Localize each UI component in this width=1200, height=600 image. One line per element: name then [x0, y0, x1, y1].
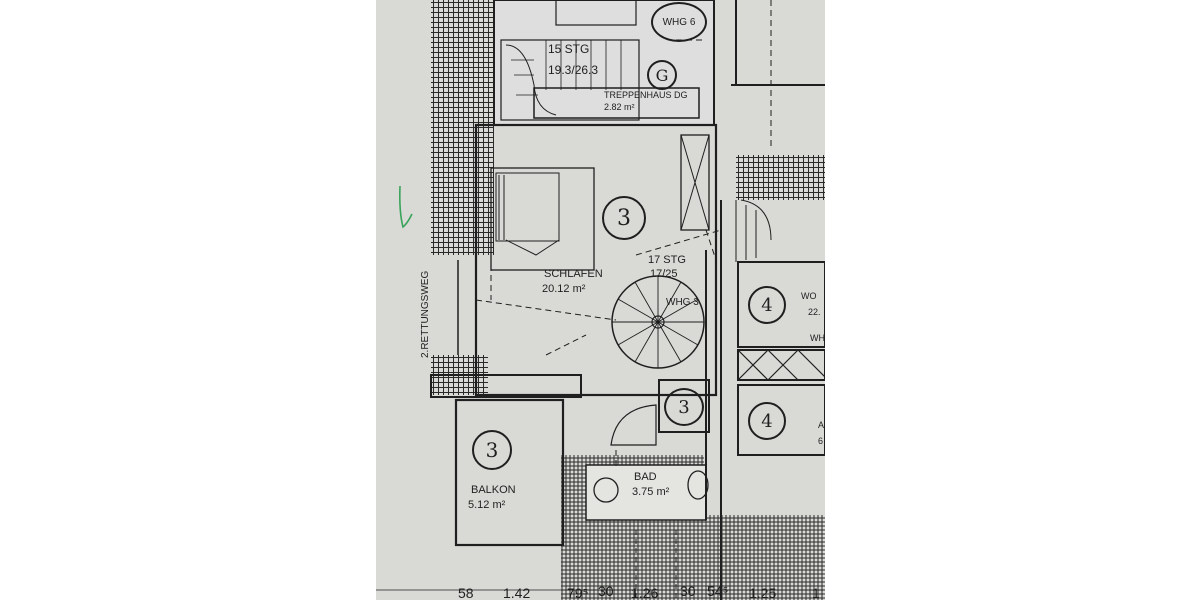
- stair-shaft-wall: [705, 200, 722, 600]
- neighbour-room-top: [737, 261, 825, 348]
- top-stair-treads: [511, 40, 622, 96]
- spiral-stair-treads: [612, 276, 704, 368]
- bed: [490, 167, 595, 271]
- floor-plan-drawing: [376, 0, 825, 600]
- floor-plan-sheet: 15 STG 19.3/26.3 WHG 6 G TREPPENHAUS DG …: [376, 0, 825, 600]
- label-schlafen-area: 20.12 m²: [542, 283, 586, 295]
- circle-room-4-top: 4: [748, 286, 786, 324]
- dimension-4: 1.26: [631, 585, 659, 600]
- balcony-outline: [454, 398, 565, 547]
- rettungsweg-wall: [457, 260, 477, 395]
- label-balkon-area: 5.12 m²: [468, 499, 506, 511]
- label-room-4-top: 4: [761, 294, 773, 316]
- top-stair-landing: [533, 87, 700, 119]
- label-stairs-mid-dims: 17/25: [650, 268, 678, 280]
- label-treppenhaus: TREPPENHAUS DG: [604, 90, 688, 100]
- balcony-rail: [430, 374, 582, 398]
- top-right-wall: [713, 0, 825, 125]
- label-wo: WO: [801, 291, 817, 301]
- label-room-4-bottom: 4: [761, 410, 773, 432]
- label-rettungsweg: 2.RETTUNGSWEG: [420, 270, 431, 358]
- label-whg6: WHG 6: [662, 16, 696, 28]
- wardrobe-cross: [680, 134, 710, 231]
- label-room-3: 3: [617, 205, 631, 231]
- bedroom-dash-lines: [475, 229, 722, 470]
- sink: [687, 470, 709, 500]
- dimension-3: 30: [598, 583, 614, 599]
- label-stairs-mid: 17 STG: [648, 254, 686, 266]
- bed-pillows: [498, 175, 560, 256]
- dimension-5: 30: [680, 583, 696, 599]
- label-stairs-top: 15 STG: [548, 42, 590, 56]
- label-small-3: 3: [678, 396, 690, 418]
- label-whg3: WHG 3: [666, 297, 699, 308]
- wardrobe: [680, 134, 710, 231]
- neighbour-stair-lines: [735, 199, 772, 262]
- dimension-6: 54⁵: [707, 583, 729, 599]
- top-stair-curve: [505, 44, 557, 116]
- small-shaft: [658, 379, 710, 433]
- toilet: [593, 477, 619, 503]
- label-balkon: BALKON: [471, 484, 516, 496]
- bath-dash: [635, 530, 677, 600]
- label-right-frag-6: 6: [818, 436, 824, 446]
- green-check-mark: [399, 185, 413, 229]
- dimension-1: 1.42: [503, 585, 531, 600]
- circle-whg6: WHG 6: [651, 2, 707, 42]
- dimension-2: 79⁵: [567, 585, 589, 600]
- label-schlafen: SCHLAFEN: [544, 268, 603, 280]
- circle-g: G: [647, 60, 677, 90]
- neighbour-strip-cross: [737, 349, 825, 381]
- label-balkon-circle: 3: [485, 438, 499, 462]
- left-wall-hatch: [431, 0, 494, 255]
- label-bad-area: 3.75 m²: [632, 486, 670, 498]
- label-wh: WH: [810, 333, 825, 343]
- label-right-frag-a: A: [818, 420, 825, 430]
- label-stairs-top-dims: 19.3/26.3: [548, 63, 599, 77]
- circle-small-3: 3: [664, 388, 704, 426]
- dimension-0: 58: [458, 585, 474, 600]
- top-stair-box: [500, 39, 640, 121]
- circle-room-3: 3: [602, 196, 646, 240]
- label-wo-area: 22.: [808, 307, 821, 317]
- dimension-7: 1.25: [749, 585, 777, 600]
- circle-room-4-bottom: 4: [748, 402, 786, 440]
- label-circle-g: G: [655, 65, 669, 85]
- neighbour-strip: [737, 349, 825, 381]
- dimension-8: 1: [812, 585, 820, 600]
- bath-door-swing: [610, 404, 657, 446]
- right-stair-hatch: [736, 155, 825, 200]
- label-bad: BAD: [634, 471, 657, 483]
- circle-balkon: 3: [472, 430, 512, 470]
- bath-top: [555, 0, 637, 26]
- bad-floor: [585, 464, 707, 521]
- bed-inner: [495, 172, 560, 242]
- label-treppenhaus-area: 2.82 m²: [604, 102, 635, 112]
- neighbour-room-bottom: [737, 384, 825, 456]
